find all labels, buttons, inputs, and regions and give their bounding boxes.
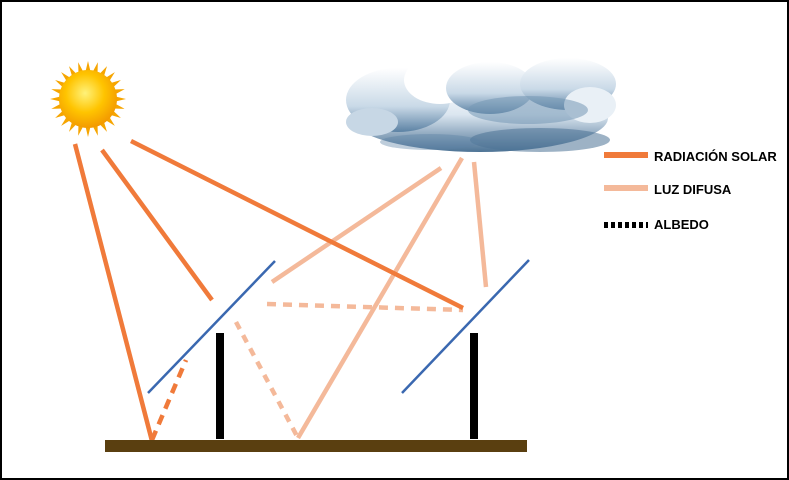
albedo-reflection-ground: [234, 320, 300, 440]
legend-label-albedo: ALBEDO: [654, 217, 709, 232]
panel-posts: [216, 333, 478, 439]
albedo-reflection-left: [149, 359, 189, 441]
left-panel-post: [216, 333, 224, 439]
cloud-icon: [346, 56, 616, 152]
sun-ray: [85, 125, 91, 137]
right-panel-post: [470, 333, 478, 439]
legend-swatch-solar-radiation: [604, 152, 648, 158]
legend-swatch-diffuse-light: [604, 185, 648, 191]
sun-ray: [114, 96, 126, 102]
sun-icon: [50, 61, 126, 137]
solar-panels: [147, 259, 530, 394]
solar-ray-to-left-panel: [100, 148, 214, 302]
albedo-reflections: [149, 301, 464, 441]
diffuse-light-rays: [270, 156, 489, 440]
legend-item-diffuse-light: LUZ DIFUSA: [604, 182, 732, 197]
legend: RADIACIÓN SOLAR LUZ DIFUSA ALBEDO: [604, 149, 777, 232]
solar-ray-to-ground: [72, 143, 155, 442]
solar-ray-to-right-panel: [129, 138, 465, 311]
albedo-reflection-between-panels: [266, 301, 464, 313]
legend-label-diffuse-light: LUZ DIFUSA: [654, 182, 732, 197]
ground: [105, 440, 527, 452]
sun-ray: [50, 96, 62, 102]
diffuse-ray-to-right-panel: [471, 161, 489, 288]
left-solar-panel: [147, 260, 276, 394]
legend-item-albedo: ALBEDO: [604, 217, 709, 232]
legend-item-solar-radiation: RADIACIÓN SOLAR: [604, 149, 777, 164]
legend-label-solar-radiation: RADIACIÓN SOLAR: [654, 149, 777, 164]
solar-radiation-rays: [72, 138, 465, 442]
right-solar-panel: [401, 259, 530, 394]
sun-core: [59, 70, 117, 128]
sun-ray: [85, 61, 91, 73]
diffuse-ray-to-left-panel: [270, 166, 443, 284]
diffuse-ray-to-ground: [296, 156, 464, 440]
